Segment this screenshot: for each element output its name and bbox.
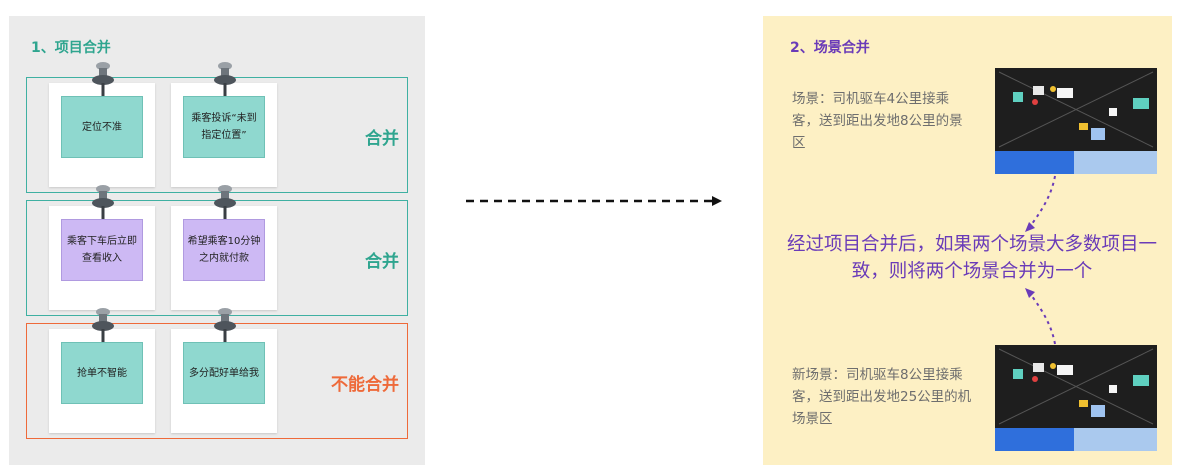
merge-group-2: 乘客下车后立即查看收入 希望乘客10分钟之内就付款 合并 [26,200,408,316]
left-panel-title: 1、项目合并 [31,37,111,57]
board-canvas [995,345,1157,428]
card: 乘客投诉“未到指定位置” [171,83,277,187]
card: 希望乘客10分钟之内就付款 [171,206,277,310]
board-footer-strip [995,428,1157,451]
merge-conclusion-text: 经过项目合并后，如果两个场景大多数项目一致，则将两个场景合并为一个 [786,231,1158,285]
card: 抢单不智能 [49,329,155,433]
left-panel-merge-items: 1、项目合并 定位不准 乘客投诉“未到指定位置” 合并 乘客下车后立即查看收入 [9,16,425,465]
sticky-note: 乘客下车后立即查看收入 [61,219,143,281]
scene-board-thumbnail [995,345,1157,451]
dashed-arrow [466,192,726,210]
card: 定位不准 [49,83,155,187]
right-panel-title: 2、场景合并 [790,37,870,57]
sticky-note: 定位不准 [61,96,143,158]
merge-group-3: 抢单不智能 多分配好单给我 不能合并 [26,323,408,439]
scene-1-description: 场景：司机驱车4公里接乘客，送到距出发地8公里的景区 [792,88,974,154]
scene-board-thumbnail [995,68,1157,174]
group-label: 不能合并 [331,370,399,395]
sticky-note: 多分配好单给我 [183,342,265,404]
card: 多分配好单给我 [171,329,277,433]
card: 乘客下车后立即查看收入 [49,206,155,310]
board-canvas [995,68,1157,151]
scene-2-description: 新场景：司机驱车8公里接乘客，送到距出发地25公里的机场景区 [792,364,974,430]
group-label: 合并 [365,247,399,272]
sticky-note: 希望乘客10分钟之内就付款 [183,219,265,281]
group-label: 合并 [365,124,399,149]
merge-group-1: 定位不准 乘客投诉“未到指定位置” 合并 [26,77,408,193]
sticky-note: 乘客投诉“未到指定位置” [183,96,265,158]
sticky-note: 抢单不智能 [61,342,143,404]
